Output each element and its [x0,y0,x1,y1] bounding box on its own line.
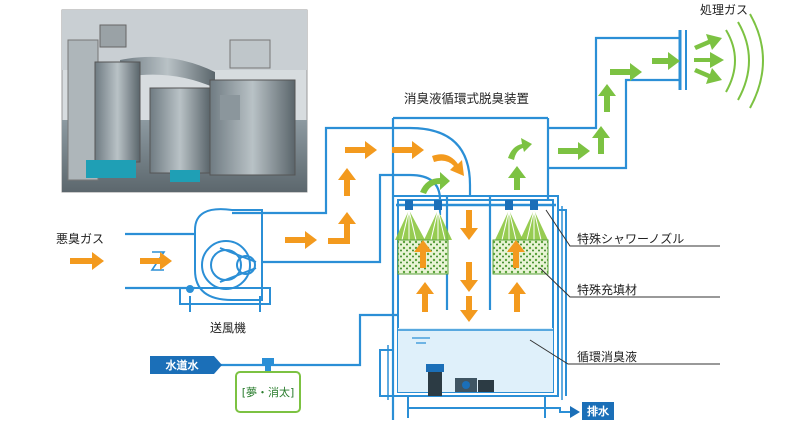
tower-lower-body [392,195,559,397]
drain-label: 排水 [587,404,610,418]
green-arrow-up-duct-2 [598,84,616,112]
duct-arrow-1 [285,231,317,249]
up-arrow-right-mid [507,240,525,268]
drain [540,402,614,420]
packing-right [492,239,549,275]
green-arrow-top-1 [610,63,642,81]
up-arrow-left-low [416,282,434,312]
treated-gas-label: 処理ガス [700,3,748,17]
green-arrow-up-1 [508,166,526,190]
exhaust-arrow-3 [694,68,722,84]
spray-nozzle-left [395,200,452,241]
green-arrow-up-duct [592,126,610,154]
duct-lines [125,30,687,420]
exhaust-waves [725,13,764,109]
odor-gas-label: 悪臭ガス [56,231,104,246]
packing-label: 特殊充填材 [577,282,637,297]
duct-arrow-up-2 [338,168,356,196]
equipment-photo [61,9,308,193]
water-line [215,313,398,367]
duct-arrow-up-1 [328,212,356,244]
blower [150,208,271,312]
inlet-arrow-2 [140,252,172,270]
duct-arrow-bend [432,154,464,176]
green-arrow-out-1 [558,142,590,160]
blower-outlet-inner [262,173,442,264]
nozzle-label: 特殊シャワーノズル [577,231,684,246]
duct-arrow-top-1 [345,141,377,159]
liquid-label: 循環消臭液 [577,349,637,364]
spray-nozzle-right [495,200,548,241]
down-arrow-3 [460,296,478,322]
odor-gas-arrows [70,141,526,322]
water-tank: [夢・消太] [235,358,301,413]
water-supply-tag: 水道水 [150,356,222,374]
treated-gas-arrows [420,34,724,194]
tank-label: [夢・消太] [242,385,295,399]
green-arrow-bend [420,172,450,194]
outlet-duct-bottom [548,78,680,170]
exhaust-arrow-1 [694,34,722,50]
green-arrow-up-2 [508,138,532,160]
leader-lines [529,209,720,365]
blower-label: 送風機 [210,320,246,335]
up-arrow-left-mid [414,240,432,268]
down-arrow-1 [460,210,478,240]
duct-arrow-top-2 [392,141,424,159]
down-arrow-2 [460,262,478,292]
inlet-arrow-1 [70,252,104,270]
green-arrow-top-2 [652,52,680,70]
exhaust-arrow-2 [694,52,724,68]
diagram-title: 消臭液循環式脱臭装置 [404,91,529,106]
water-supply-label: 水道水 [166,358,200,372]
blower-outlet-outer [232,126,472,215]
outlet-duct-top [548,36,680,130]
up-arrow-right-low [508,282,526,312]
pump [426,364,494,396]
